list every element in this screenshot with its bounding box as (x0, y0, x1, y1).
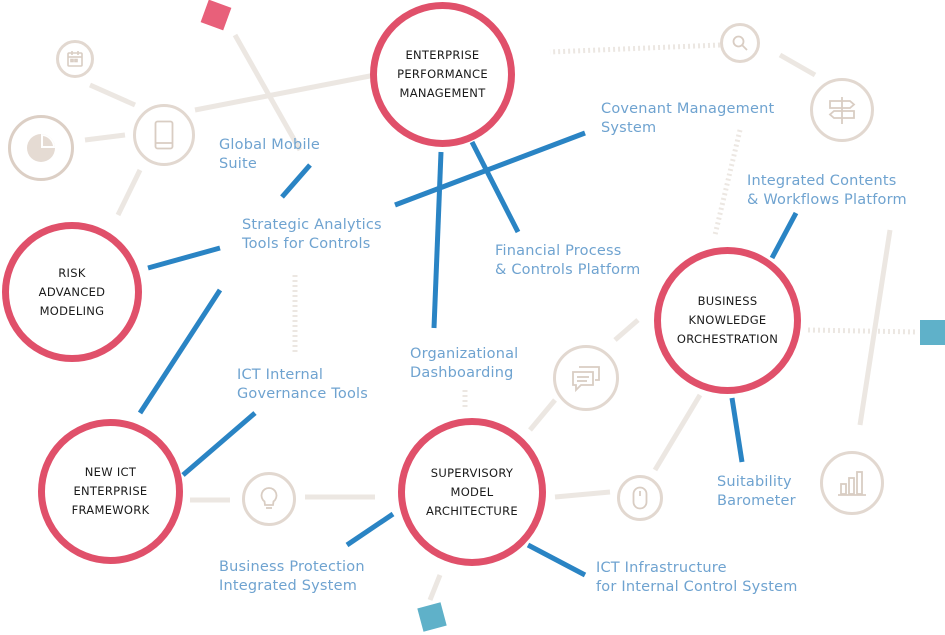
accent-square-blue-bottom (417, 602, 447, 632)
connector-sma-ict-infra (526, 542, 587, 578)
hub-label: SUPERVISORY MODEL ARCHITECTURE (426, 465, 518, 518)
hub-enterprise-performance-management[interactable]: ENTERPRISE PERFORMANCE MANAGEMENT (370, 2, 515, 147)
topic-global-mobile-suite[interactable]: Global Mobile Suite (219, 137, 321, 172)
chat-bubbles-icon (553, 345, 619, 411)
search-icon (720, 23, 760, 63)
calendar-icon (56, 40, 94, 78)
topic-business-protection-system[interactable]: Business Protection Integrated System (219, 559, 365, 594)
connector-bko-integrated (769, 211, 799, 260)
topic-ict-infrastructure[interactable]: ICT Infrastructure for Internal Control … (596, 560, 798, 595)
hub-business-knowledge-orchestration[interactable]: BUSINESS KNOWLEDGE ORCHESTRATION (654, 247, 801, 394)
connector-bko-suitability (729, 397, 745, 463)
topic-organizational-dashboarding[interactable]: Organizational Dashboarding (410, 346, 519, 381)
connector-sma-business-protection (345, 511, 395, 548)
signpost-icon (810, 78, 874, 142)
topic-financial-process-controls[interactable]: Financial Process & Controls Platform (495, 243, 641, 278)
connector-framework-strategic (137, 288, 223, 415)
connector-epm-covenant (394, 130, 586, 208)
pie-chart-icon (8, 115, 74, 181)
hub-new-ict-enterprise-framework[interactable]: NEW ICT ENTERPRISE FRAMEWORK (38, 419, 183, 564)
hub-supervisory-model-architecture[interactable]: SUPERVISORY MODEL ARCHITECTURE (398, 418, 546, 566)
accent-square-blue-right (920, 320, 945, 345)
lightbulb-icon (242, 472, 296, 526)
connector-framework-ict-internal (181, 411, 257, 477)
mouse-icon (617, 475, 663, 521)
connector-epm-org-dashboarding (431, 151, 444, 329)
accent-square-pink (200, 0, 232, 31)
background-network (84, 33, 919, 601)
tablet-icon (133, 104, 195, 166)
topic-suitability-barometer[interactable]: Suitability Barometer (717, 474, 796, 509)
topic-covenant-management-system[interactable]: Covenant Management System (601, 101, 775, 136)
hub-label: ENTERPRISE PERFORMANCE MANAGEMENT (397, 48, 488, 100)
connector-risk-strategic (147, 245, 221, 271)
hub-risk-advanced-modeling[interactable]: RISK ADVANCED MODELING (2, 222, 142, 362)
bar-chart-icon (820, 451, 884, 515)
hub-label: RISK ADVANCED MODELING (38, 265, 106, 318)
topic-integrated-contents-workflows[interactable]: Integrated Contents & Workflows Platform (747, 173, 907, 208)
hub-label: NEW ICT ENTERPRISE FRAMEWORK (71, 465, 150, 517)
connector-lines (137, 130, 799, 578)
topic-ict-internal-governance[interactable]: ICT Internal Governance Tools (237, 367, 369, 402)
connector-global-mobile (280, 163, 312, 199)
topic-strategic-analytics-tools[interactable]: Strategic Analytics Tools for Controls (242, 217, 382, 252)
hub-label: BUSINESS KNOWLEDGE ORCHESTRATION (676, 294, 779, 346)
connector-epm-financial (469, 140, 521, 234)
